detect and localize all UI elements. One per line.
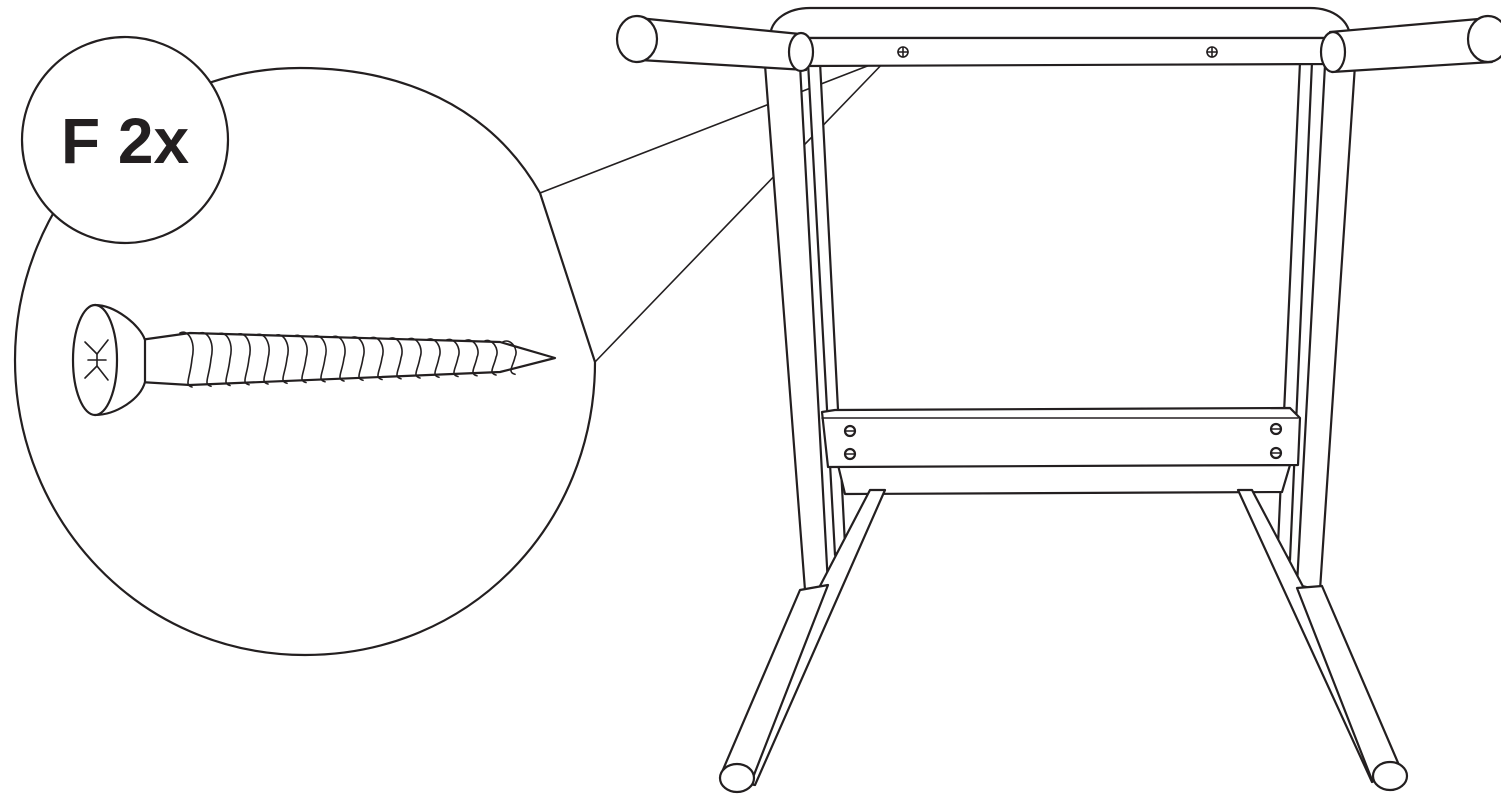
armrest-left — [615, 14, 815, 73]
lower-rail-bottom — [836, 463, 1292, 496]
lower-rail — [820, 406, 1302, 469]
leader-line-lower — [594, 57, 889, 363]
lower-leg-right — [1236, 488, 1409, 792]
phillips-screw-head-icon — [897, 46, 909, 58]
slotted-screw-head-icon — [1269, 422, 1283, 436]
lower-leg-left — [718, 488, 887, 794]
part-label: F 2x — [61, 105, 189, 177]
countersunk-phillips-screw-icon — [71, 303, 557, 417]
screw-threads — [179, 331, 517, 388]
part-label-badge: F 2x — [20, 35, 230, 245]
leader-line-upper — [539, 57, 889, 194]
phillips-recess — [84, 339, 109, 381]
slotted-screw-head-icon — [1269, 446, 1283, 460]
top-rail — [803, 36, 1332, 68]
seat-rim — [768, 6, 1352, 40]
slotted-screw-head-icon — [843, 424, 857, 438]
slotted-screw-head-icon — [843, 447, 857, 461]
armrest-right — [1319, 14, 1501, 74]
phillips-screw-head-icon — [1206, 46, 1218, 58]
stool-frame — [615, 6, 1501, 794]
